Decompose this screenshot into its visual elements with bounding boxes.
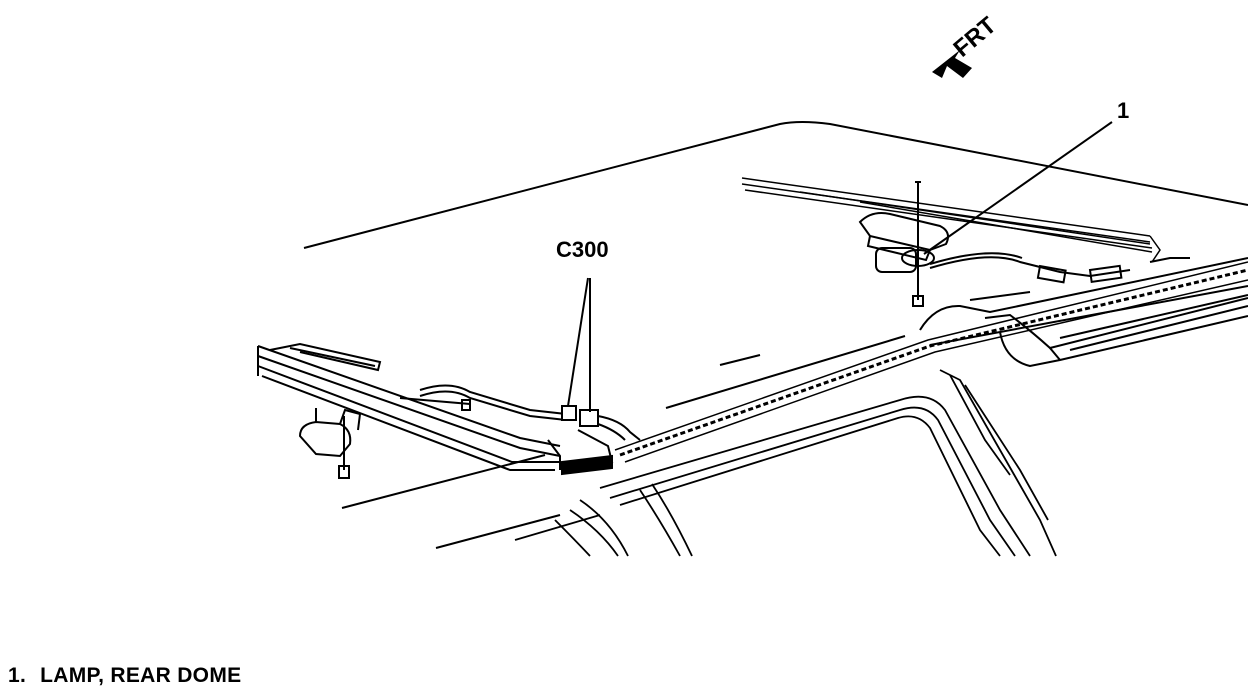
legend-item-text: LAMP, REAR DOME — [40, 664, 242, 687]
left-lamp-clip — [298, 408, 362, 479]
rear-dome-lamp — [858, 181, 949, 307]
callout-1-label: 1 — [1117, 98, 1129, 123]
door-frame — [514, 369, 1057, 557]
c300-label: C300 — [556, 237, 609, 262]
legend: 1. LAMP, REAR DOME — [8, 664, 241, 688]
c300-connector — [559, 405, 641, 476]
legend-item-number: 1. — [8, 664, 27, 687]
front-roof-rail — [257, 342, 561, 471]
roof-edge-harness — [614, 261, 1248, 463]
rear-roof-bow — [741, 177, 1161, 263]
callout-leaders — [567, 121, 1113, 412]
left-harness — [399, 384, 567, 421]
roof-panel — [303, 121, 1248, 549]
front-direction-arrow-icon — [932, 50, 972, 78]
right-harness — [929, 252, 1190, 284]
